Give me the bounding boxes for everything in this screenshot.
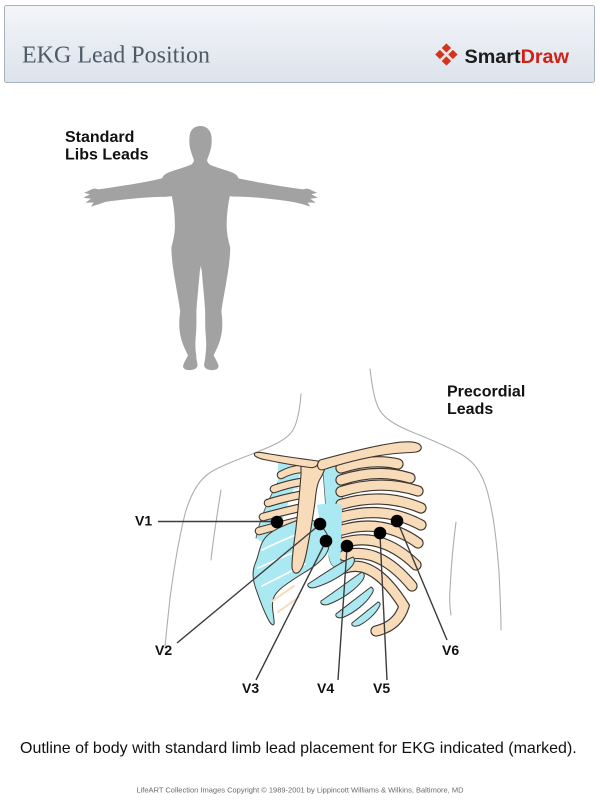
svg-text:V3: V3 — [242, 680, 259, 696]
svg-text:SmartDraw: SmartDraw — [465, 46, 570, 68]
svg-text:EKG Lead Position: EKG Lead Position — [22, 43, 210, 69]
svg-text:V4: V4 — [317, 680, 334, 696]
svg-text:V1: V1 — [135, 512, 152, 528]
svg-text:Leads: Leads — [447, 401, 493, 418]
svg-text:Standard: Standard — [65, 129, 134, 146]
svg-text:LifeART Collection Images Copy: LifeART Collection Images Copyright © 19… — [136, 786, 464, 795]
svg-text:Precordial: Precordial — [447, 384, 525, 401]
svg-text:V6: V6 — [442, 642, 459, 658]
svg-text:Libs Leads: Libs Leads — [65, 146, 149, 163]
svg-text:Outline of body with standard: Outline of body with standard limb lead … — [20, 740, 577, 757]
svg-text:V5: V5 — [373, 680, 390, 696]
svg-text:V2: V2 — [155, 642, 172, 658]
